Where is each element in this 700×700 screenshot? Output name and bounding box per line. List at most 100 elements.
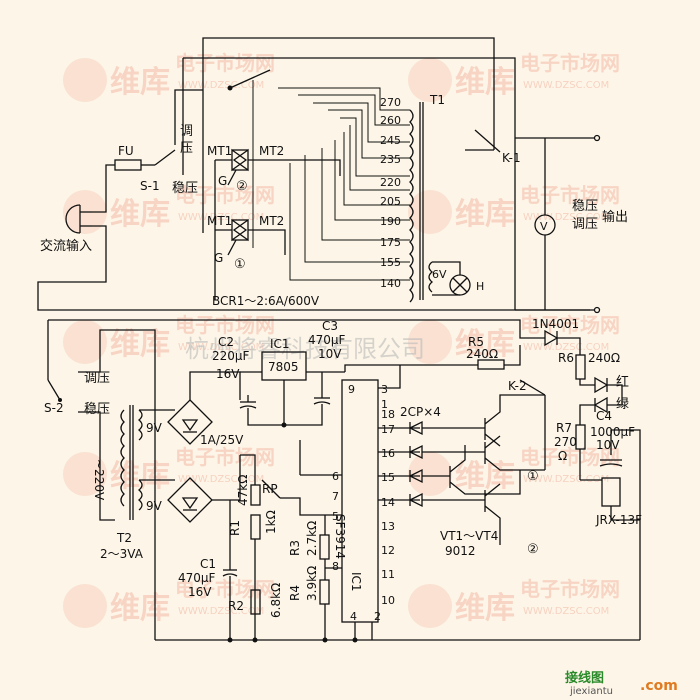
watermark-url: WWW.DZSC.COM — [178, 474, 264, 485]
watermark-url: WWW.DZSC.COM — [178, 342, 264, 353]
r2-label: R2 — [228, 599, 244, 613]
pin-label: 17 — [381, 423, 395, 436]
r1-value: 47kΩ — [236, 475, 250, 506]
pin-label: 10 — [381, 594, 395, 607]
regulator-ic-label: IC1 — [270, 337, 290, 351]
r7-value: 270 — [554, 435, 577, 449]
led-red-label: 红 — [616, 374, 629, 390]
r3-label: R3 — [288, 540, 302, 556]
r4-label: R4 — [288, 585, 302, 601]
watermark-url: WWW.DZSC.COM — [523, 474, 609, 485]
s2-adj-label: 调压 — [84, 371, 110, 386]
rp-label: RP — [262, 482, 278, 496]
diode-2cp-label: 2CP×4 — [400, 405, 441, 419]
c2-voltage: 16V — [216, 367, 240, 381]
r2-value: 6.8kΩ — [269, 583, 283, 618]
watermark-sub: 电子市场网 — [175, 577, 275, 601]
watermark-sub: 电子市场网 — [520, 577, 620, 601]
tap-label: 155 — [380, 256, 401, 269]
pin-label: 11 — [381, 568, 395, 581]
gate-label: G — [214, 251, 223, 265]
bridge-rating-label: 1A/25V — [200, 433, 244, 447]
r6-label: R6 — [558, 351, 574, 365]
watermark-url: WWW.DZSC.COM — [178, 80, 264, 91]
watermark-brand: 维库 — [110, 327, 170, 362]
led-green-label: 绿 — [616, 397, 629, 412]
pin-label: 3 — [381, 383, 388, 396]
control-section: 1N4001 S-2 调压 稳压 ~220V T2 2～3VA 9V 9V 1A… — [44, 317, 642, 643]
output-marker-1: ① — [527, 469, 539, 484]
c4-voltage: 10V — [596, 438, 620, 452]
tap-label: 140 — [380, 277, 401, 290]
ac-input-label: 交流输入 — [40, 238, 92, 254]
r6-value: 240Ω — [588, 351, 620, 365]
tap-label: 175 — [380, 236, 401, 249]
tap-label: 260 — [380, 114, 401, 127]
gate-marker-2: ② — [236, 179, 248, 194]
k2-label: K-2 — [508, 379, 527, 393]
t2-label: T2 — [116, 531, 132, 545]
watermark-sub: 电子市场网 — [175, 183, 275, 207]
r4-value: 3.9kΩ — [305, 566, 319, 601]
voltmeter-label: V — [540, 220, 548, 233]
watermark-url: WWW.DZSC.COM — [523, 606, 609, 617]
s2-stab-label: 稳压 — [84, 401, 110, 417]
lamp-voltage-label: 6V — [432, 268, 447, 281]
t2-9v-label: 9V — [146, 421, 163, 435]
pin-label: 14 — [381, 496, 395, 509]
t2-rating-label: 2～3VA — [100, 547, 144, 561]
pin-label: 5 — [332, 510, 339, 523]
lamp-label: H — [476, 280, 484, 293]
tap-label: 190 — [380, 215, 401, 228]
pin-label: 9 — [348, 383, 355, 396]
watermark-layer: 维库 电子市场网 WWW.DZSC.COM 维库 电子市场网 WWW.DZSC.… — [63, 51, 678, 697]
c1-voltage: 16V — [188, 585, 212, 599]
ic-sf3914-label: SF3914 — [333, 514, 347, 559]
pin-label: 2 — [374, 610, 381, 623]
watermark-brand: 维库 — [455, 65, 515, 100]
mt2-label: MT2 — [259, 144, 284, 158]
watermark-sub: 电子市场网 — [520, 51, 620, 75]
watermark-url: WWW.DZSC.COM — [523, 212, 609, 223]
watermark-brand: 维库 — [110, 65, 170, 100]
r1k-value: 1kΩ — [264, 510, 278, 534]
s1-stab-label: 稳压 — [172, 180, 198, 196]
tap-label: 270 — [380, 96, 401, 109]
watermark-brand: 维库 — [110, 591, 170, 626]
s1-adj-char: 调 — [180, 124, 193, 139]
c1-label: C1 — [200, 557, 216, 571]
pin-label: 18 — [381, 408, 395, 421]
watermark-sub: 电子市场网 — [175, 313, 275, 337]
s1-adj-char2: 压 — [180, 141, 193, 156]
fuse-label: FU — [118, 144, 134, 158]
c2-value: 220μF — [212, 349, 250, 363]
r5-label: R5 — [468, 335, 484, 349]
output-stab-label: 稳压 — [572, 198, 598, 214]
watermark-company: 杭州将睿科技有限公司 — [185, 335, 425, 363]
output-adj-label: 调压 — [572, 217, 598, 232]
c3-value: 470μF — [308, 333, 346, 347]
watermark-brand: 维库 — [455, 591, 515, 626]
corner-logo-url: jiexiantu — [569, 686, 613, 697]
t2-9v-label: 9V — [146, 499, 163, 513]
pin-label: 16 — [381, 447, 395, 460]
c1-value: 470μF — [178, 571, 216, 585]
pin-label: 12 — [381, 544, 395, 557]
watermark-sub: 电子市场网 — [520, 313, 620, 337]
watermark-brand: 维库 — [110, 197, 170, 232]
watermark-sub: 电子市场网 — [520, 183, 620, 207]
tap-label: 205 — [380, 195, 401, 208]
tap-label: 220 — [380, 176, 401, 189]
r7-unit: Ω — [558, 449, 567, 463]
diode-1n4001-label: 1N4001 — [532, 317, 579, 331]
watermark-brand: 维库 — [455, 459, 515, 494]
corner-logo-com: .com — [640, 678, 678, 694]
watermark-url: WWW.DZSC.COM — [523, 342, 609, 353]
s2-label: S-2 — [44, 401, 64, 415]
corner-logo-text: 接线图 — [565, 670, 604, 686]
pin-label: 4 — [350, 610, 357, 623]
s1-label: S-1 — [140, 179, 160, 193]
transistor-model: 9012 — [445, 544, 476, 558]
